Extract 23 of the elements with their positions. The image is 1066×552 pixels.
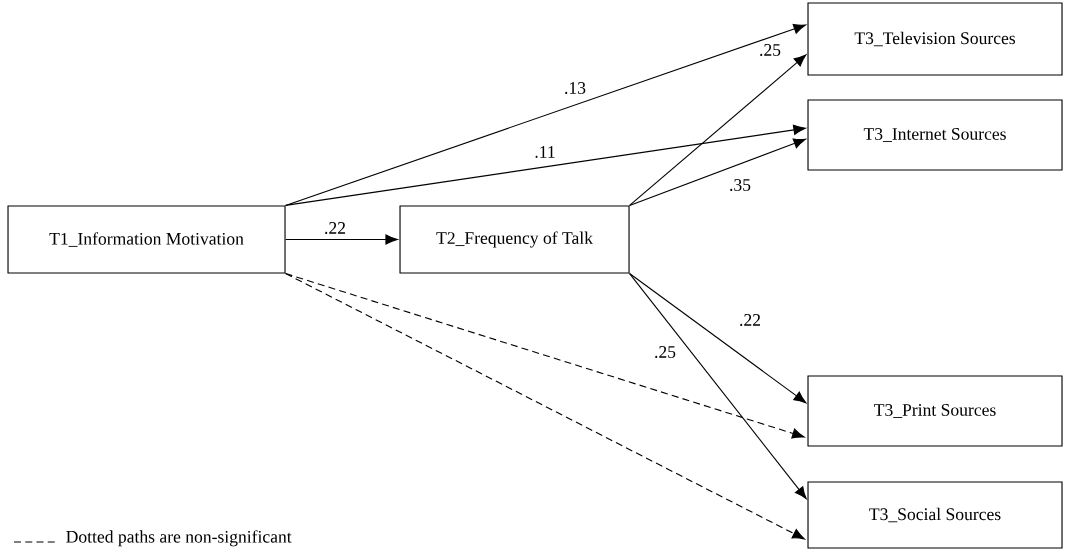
legend-text: Dotted paths are non-significant [66, 530, 292, 547]
edge-label: .35 [727, 177, 753, 193]
path-arrow [285, 124, 806, 206]
variable-box: T3_Internet Sources [807, 99, 1063, 171]
edge-label: .22 [322, 220, 348, 236]
variable-box: T3_Print Sources [807, 375, 1063, 447]
variable-box: T1_Information Motivation [7, 205, 286, 274]
edge-label: .22 [737, 312, 763, 328]
path-arrow [629, 273, 807, 404]
path-arrow [629, 138, 806, 206]
path-arrow [285, 273, 805, 540]
variable-box: T2_Frequency of Talk [399, 205, 630, 274]
edge-label: .11 [532, 144, 558, 160]
path-arrow [285, 234, 398, 245]
path-arrow [629, 54, 807, 206]
variable-box: T3_Television Sources [807, 2, 1063, 76]
variable-box: T3_Social Sources [807, 481, 1063, 549]
edge-label: .25 [757, 42, 783, 58]
path-arrow [629, 273, 807, 500]
path-arrow [285, 23, 806, 206]
edge-label: .25 [652, 344, 678, 360]
edge-label: .13 [562, 80, 588, 96]
path-arrow [285, 273, 805, 439]
